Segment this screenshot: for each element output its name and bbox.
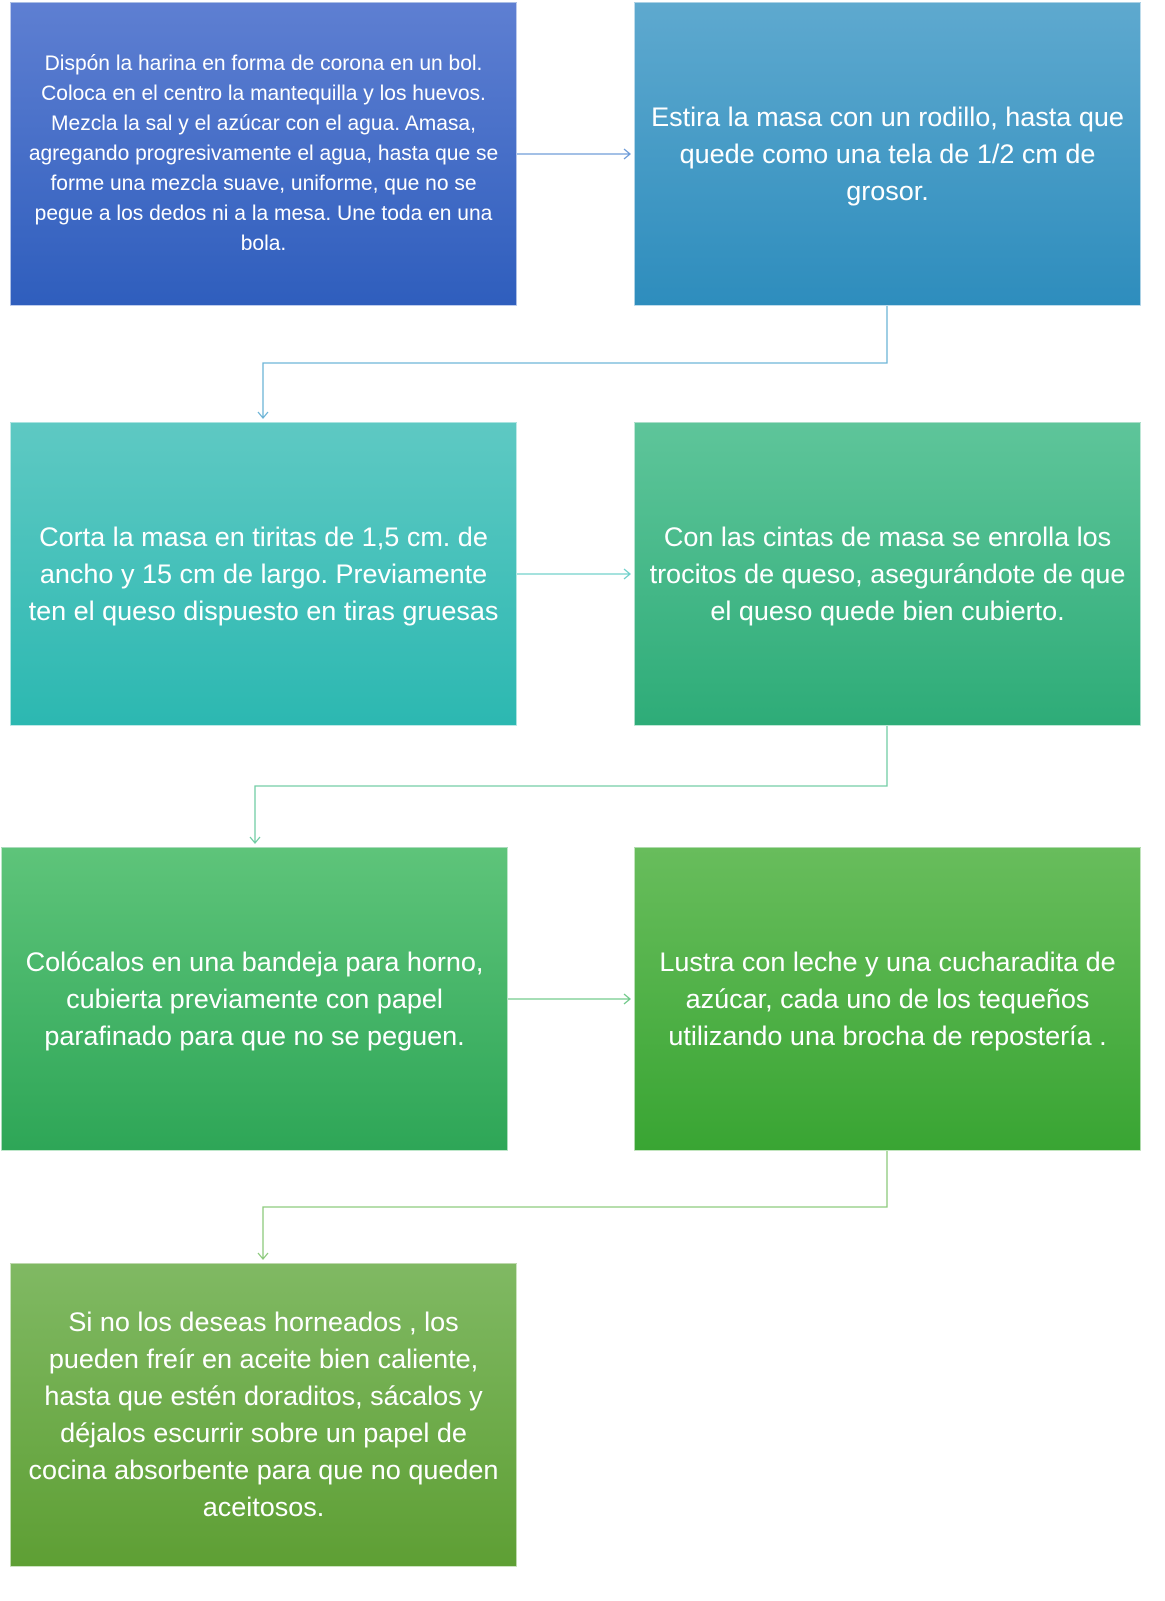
step-2-text: Estira la masa con un rodillo, hasta que…: [651, 101, 1124, 206]
step-3-box: Corta la masa en tiritas de 1,5 cm. de a…: [10, 422, 517, 726]
step-1-box: Dispón la harina en forma de corona en u…: [10, 2, 517, 306]
step-2-box: Estira la masa con un rodillo, hasta que…: [634, 2, 1141, 306]
step-3-text: Corta la masa en tiritas de 1,5 cm. de a…: [28, 521, 499, 626]
arrow-4-5: [249, 726, 888, 845]
arrow-1-2: [517, 148, 632, 160]
step-7-box: Si no los deseas horneados , los pueden …: [10, 1263, 517, 1567]
step-5-box: Colócalos en una bandeja para horno, cub…: [1, 847, 508, 1151]
step-6-text: Lustra con leche y una cucharadita de az…: [659, 946, 1116, 1051]
arrow-6-7: [257, 1151, 888, 1261]
step-5-text: Colócalos en una bandeja para horno, cub…: [25, 946, 484, 1051]
arrow-3-4: [517, 568, 632, 580]
step-1-text: Dispón la harina en forma de corona en u…: [28, 52, 499, 255]
arrow-5-6: [508, 993, 632, 1005]
step-4-text: Con las cintas de masa se enrolla los tr…: [649, 521, 1126, 626]
step-4-box: Con las cintas de masa se enrolla los tr…: [634, 422, 1141, 726]
arrow-2-3: [257, 306, 888, 420]
step-6-box: Lustra con leche y una cucharadita de az…: [634, 847, 1141, 1151]
step-7-text: Si no los deseas horneados , los pueden …: [28, 1307, 499, 1522]
